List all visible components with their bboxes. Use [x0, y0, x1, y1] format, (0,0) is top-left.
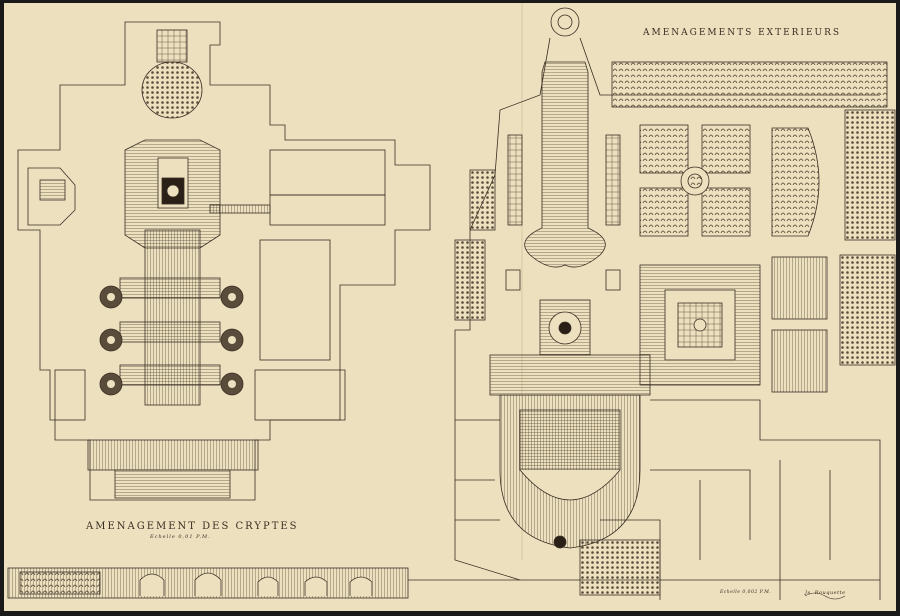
exterior-plan: [454, 7, 896, 600]
scale-note-crypts: Echelle 0,01 P.M.: [150, 534, 211, 540]
crypt-section-strip: [7, 567, 880, 599]
title-exterior-arrangements: AMENAGEMENTS EXTERIEURS: [643, 28, 842, 38]
scale-note-exterior: Echelle 0,002 P.M.: [720, 590, 772, 595]
architect-signature: Js. Rouquette: [805, 590, 846, 596]
crypts-plan: [17, 21, 431, 501]
title-crypt-arrangement: AMENAGEMENT DES CRYPTES: [86, 521, 299, 532]
